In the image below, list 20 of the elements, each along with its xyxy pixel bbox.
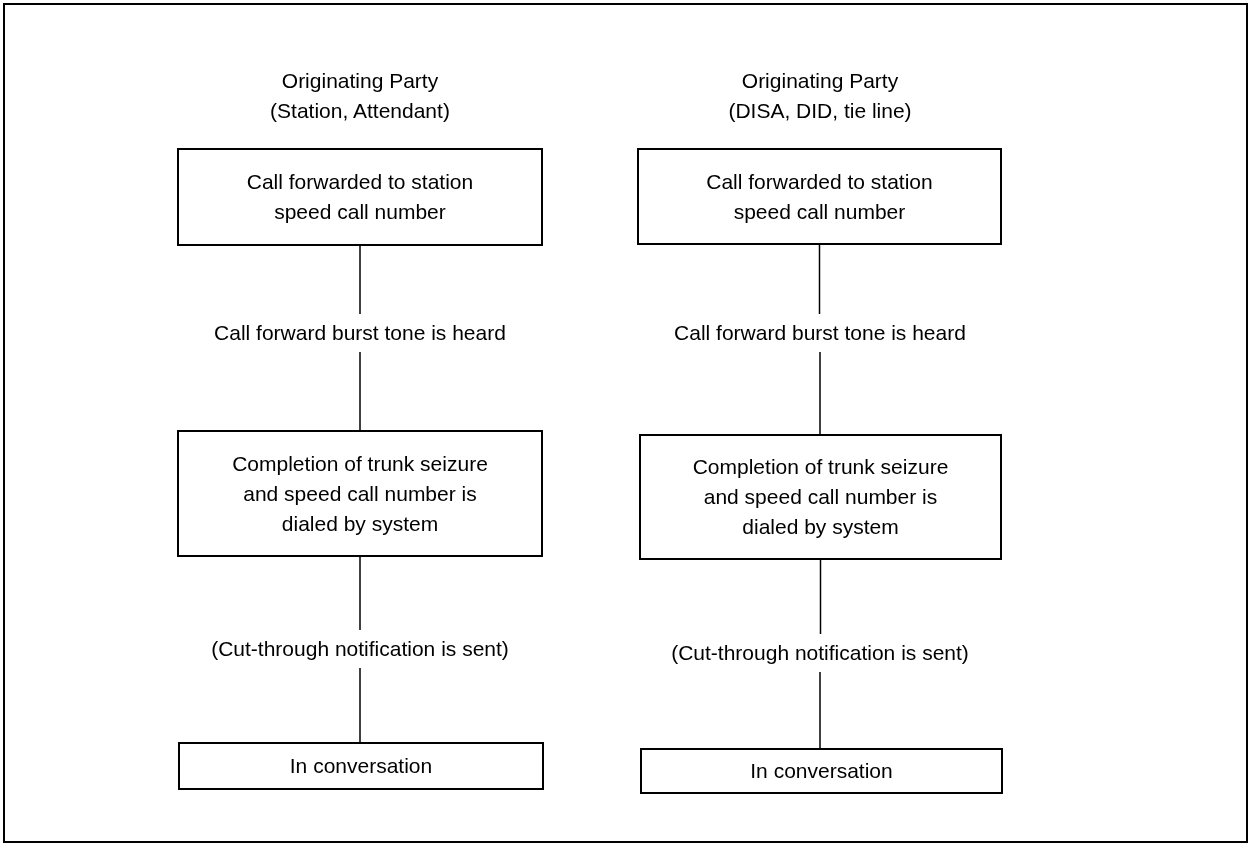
process-box: Completion of trunk seizure and speed call number is dialed by system (639, 434, 1002, 560)
process-box: Call forwarded to station speed call number (177, 148, 543, 246)
process-box: Call forwarded to station speed call number (637, 148, 1002, 245)
column-heading: Originating Party (Station, Attendant) (269, 68, 451, 124)
connector-line (818, 244, 821, 315)
step-text: (Cut-through notification is sent) (160, 634, 560, 664)
step-text: (Cut-through notification is sent) (620, 638, 1020, 668)
process-box: Completion of trunk seizure and speed call number is dialed by system (177, 430, 543, 557)
connector-line (359, 556, 361, 631)
connector-line (819, 671, 821, 749)
connector-line (359, 351, 361, 431)
connector-line (819, 559, 822, 635)
connector-line (359, 245, 361, 315)
step-text: Call forward burst tone is heard (160, 318, 560, 348)
process-box: In conversation (640, 748, 1003, 794)
step-text: Call forward burst tone is heard (620, 318, 1020, 348)
connector-line (819, 351, 821, 435)
connector-line (359, 667, 361, 743)
process-box: In conversation (178, 742, 544, 790)
column-heading: Originating Party (DISA, DID, tie line) (727, 68, 913, 124)
